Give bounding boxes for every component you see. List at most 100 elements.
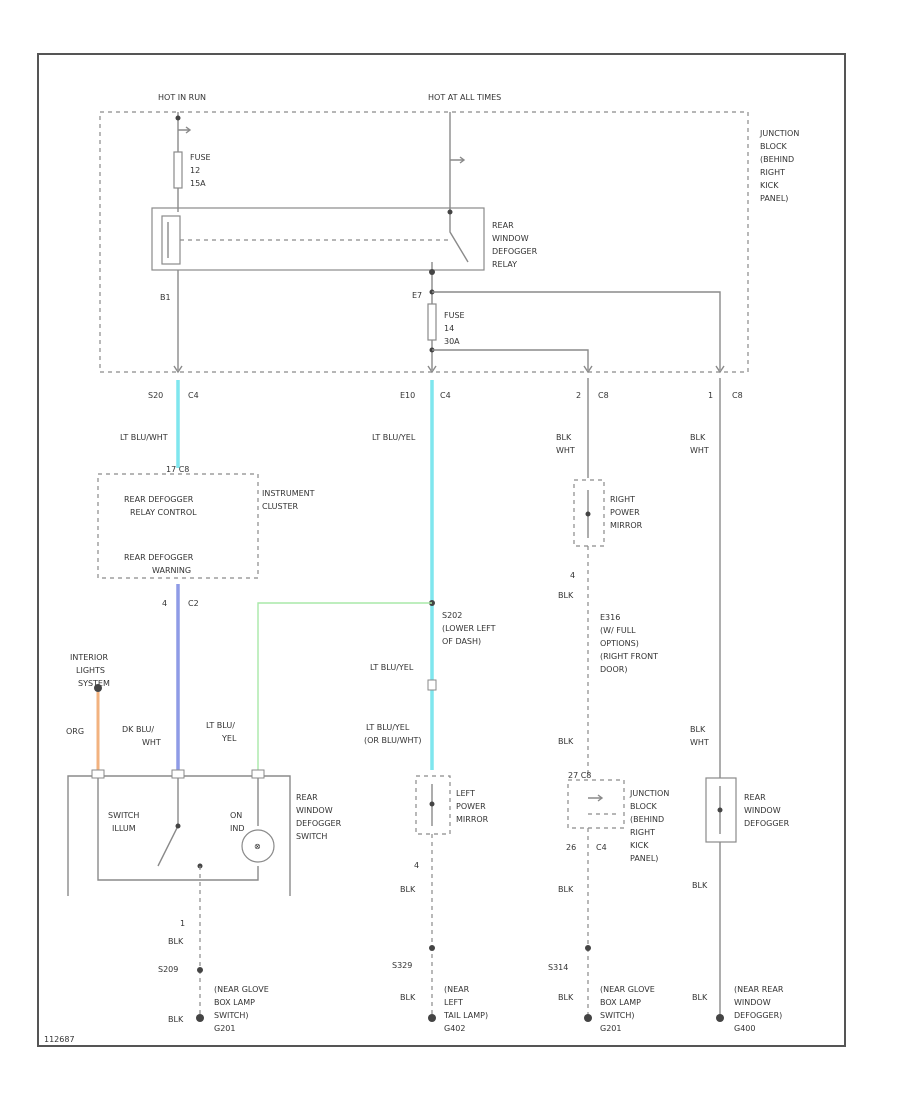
svg-text:E10: E10 bbox=[400, 391, 415, 400]
svg-text:15A: 15A bbox=[190, 179, 206, 188]
label-s209: S209 bbox=[158, 965, 178, 974]
label-fuse-12: FUSE 12 15A bbox=[190, 153, 211, 188]
label-junction-small: JUNCTION BLOCK (BEHIND RIGHT KICK PANEL) bbox=[629, 789, 669, 863]
svg-text:BLOCK: BLOCK bbox=[760, 142, 788, 151]
label-org: ORG bbox=[66, 727, 84, 736]
svg-text:G201: G201 bbox=[214, 1024, 235, 1033]
label-blk-right-1: BLK bbox=[558, 737, 574, 746]
label-blk-right-4: BLK bbox=[692, 881, 708, 890]
svg-text:RIGHT: RIGHT bbox=[760, 168, 785, 177]
svg-text:DEFOGGER: DEFOGGER bbox=[744, 819, 790, 828]
label-hot-in-run: HOT IN RUN bbox=[158, 93, 206, 102]
svg-text:REAR: REAR bbox=[296, 793, 318, 802]
svg-text:LT BLU/: LT BLU/ bbox=[206, 721, 235, 730]
svg-text:2: 2 bbox=[576, 391, 581, 400]
splice-s209-node bbox=[197, 967, 203, 973]
svg-text:RELAY CONTROL: RELAY CONTROL bbox=[130, 508, 197, 517]
svg-text:DEFOGGER: DEFOGGER bbox=[492, 247, 538, 256]
svg-text:IND: IND bbox=[230, 824, 245, 833]
label-lt-blu-yel: LT BLU/YEL bbox=[372, 433, 416, 442]
ground-g201-a-icon bbox=[196, 1014, 204, 1022]
label-blk-wht-2: BLK WHT bbox=[690, 433, 709, 455]
diagram-frame bbox=[37, 53, 846, 1047]
label-lt-blu-yel-or: LT BLU/YEL (OR BLU/WHT) bbox=[364, 723, 422, 745]
svg-text:WHT: WHT bbox=[556, 446, 575, 455]
svg-text:PANEL): PANEL) bbox=[760, 194, 788, 203]
svg-text:JUNCTION: JUNCTION bbox=[629, 789, 669, 798]
svg-text:RELAY: RELAY bbox=[492, 260, 517, 269]
label-lt-blu-wht: LT BLU/WHT bbox=[120, 433, 168, 442]
label-ground-g201-a: (NEAR GLOVE BOX LAMP SWITCH) G201 bbox=[214, 985, 269, 1033]
svg-text:C4: C4 bbox=[440, 391, 451, 400]
svg-text:(NEAR: (NEAR bbox=[444, 985, 470, 994]
label-right-mirror-note: E316 (W/ FULL OPTIONS) (RIGHT FRONT DOOR… bbox=[600, 613, 658, 674]
svg-text:SWITCH): SWITCH) bbox=[600, 1011, 635, 1020]
svg-text:C4: C4 bbox=[188, 391, 199, 400]
svg-text:S202: S202 bbox=[442, 611, 462, 620]
svg-text:INTERIOR: INTERIOR bbox=[70, 653, 109, 662]
svg-text:WINDOW: WINDOW bbox=[734, 998, 771, 1007]
label-blk-wht-1: BLK WHT bbox=[556, 433, 575, 455]
wire-lt-blu-yel-branch bbox=[257, 602, 432, 772]
switch-internal-illum bbox=[97, 778, 259, 881]
svg-text:RIGHT: RIGHT bbox=[630, 828, 655, 837]
fuse-14-icon bbox=[427, 303, 437, 341]
svg-text:MIRROR: MIRROR bbox=[610, 521, 643, 530]
label-blk-wht-3: BLK WHT bbox=[690, 725, 709, 747]
svg-text:G201: G201 bbox=[600, 1024, 621, 1033]
svg-text:WHT: WHT bbox=[690, 738, 709, 747]
node-interior-lights bbox=[94, 684, 102, 692]
label-blk-right-3: BLK bbox=[558, 993, 574, 1002]
svg-text:OF DASH): OF DASH) bbox=[442, 637, 481, 646]
connector-arrows bbox=[173, 365, 725, 374]
switch-pivot bbox=[175, 823, 181, 829]
label-ground-g201-b: (NEAR GLOVE BOX LAMP SWITCH) G201 bbox=[600, 985, 655, 1033]
svg-text:KICK: KICK bbox=[760, 181, 779, 190]
svg-text:LIGHTS: LIGHTS bbox=[76, 666, 105, 675]
arrow-hot-run bbox=[178, 126, 192, 134]
svg-text:SYSTEM: SYSTEM bbox=[78, 679, 110, 688]
svg-text:30A: 30A bbox=[444, 337, 460, 346]
svg-text:RIGHT: RIGHT bbox=[610, 495, 635, 504]
svg-text:DK BLU/: DK BLU/ bbox=[122, 725, 154, 734]
svg-text:FUSE: FUSE bbox=[444, 311, 465, 320]
svg-text:G400: G400 bbox=[734, 1024, 755, 1033]
svg-text:ON: ON bbox=[230, 811, 242, 820]
label-ground-g402: (NEAR LEFT TAIL LAMP) G402 bbox=[443, 985, 488, 1033]
wire-to-defogger-feed bbox=[432, 291, 721, 370]
svg-text:12: 12 bbox=[190, 166, 200, 175]
switch-contact-icon bbox=[157, 778, 179, 867]
svg-text:SWITCH: SWITCH bbox=[296, 832, 327, 841]
label-blk-c: BLK bbox=[400, 885, 416, 894]
junction-block-outline bbox=[99, 111, 749, 373]
svg-text:WINDOW: WINDOW bbox=[296, 806, 333, 815]
switch-terminal-2 bbox=[171, 769, 185, 779]
svg-text:POWER: POWER bbox=[456, 802, 486, 811]
svg-text:1: 1 bbox=[708, 391, 713, 400]
svg-text:(LOWER LEFT: (LOWER LEFT bbox=[442, 624, 496, 633]
svg-text:WHT: WHT bbox=[690, 446, 709, 455]
ground-g402-icon bbox=[428, 1014, 436, 1022]
svg-text:(BEHIND: (BEHIND bbox=[630, 815, 664, 824]
fuse-12-icon bbox=[173, 151, 183, 189]
junction-small-box bbox=[567, 779, 625, 829]
label-dk-blu-wht: DK BLU/ WHT bbox=[122, 725, 161, 747]
label-lt-blu-yel-3: LT BLU/ YEL bbox=[206, 721, 237, 743]
svg-text:E316: E316 bbox=[600, 613, 620, 622]
svg-text:C8: C8 bbox=[598, 391, 609, 400]
junction-small-arrow bbox=[588, 794, 604, 802]
svg-text:DEFOGGER: DEFOGGER bbox=[296, 819, 342, 828]
svg-text:BOX LAMP: BOX LAMP bbox=[214, 998, 255, 1007]
svg-text:REAR: REAR bbox=[744, 793, 766, 802]
label-junction-pin-26: 26 bbox=[566, 843, 576, 852]
label-left-mirror-pin: 4 bbox=[414, 861, 419, 870]
node-relay-input bbox=[447, 209, 453, 215]
svg-text:C8: C8 bbox=[732, 391, 743, 400]
ground-g201-b-icon bbox=[584, 1014, 592, 1022]
svg-text:(BEHIND: (BEHIND bbox=[760, 155, 794, 164]
left-mirror-node bbox=[429, 801, 435, 807]
label-junction-pin-c4: C4 bbox=[596, 843, 607, 852]
label-cluster-pin-c2: C2 bbox=[188, 599, 199, 608]
svg-text:REAR: REAR bbox=[492, 221, 514, 230]
